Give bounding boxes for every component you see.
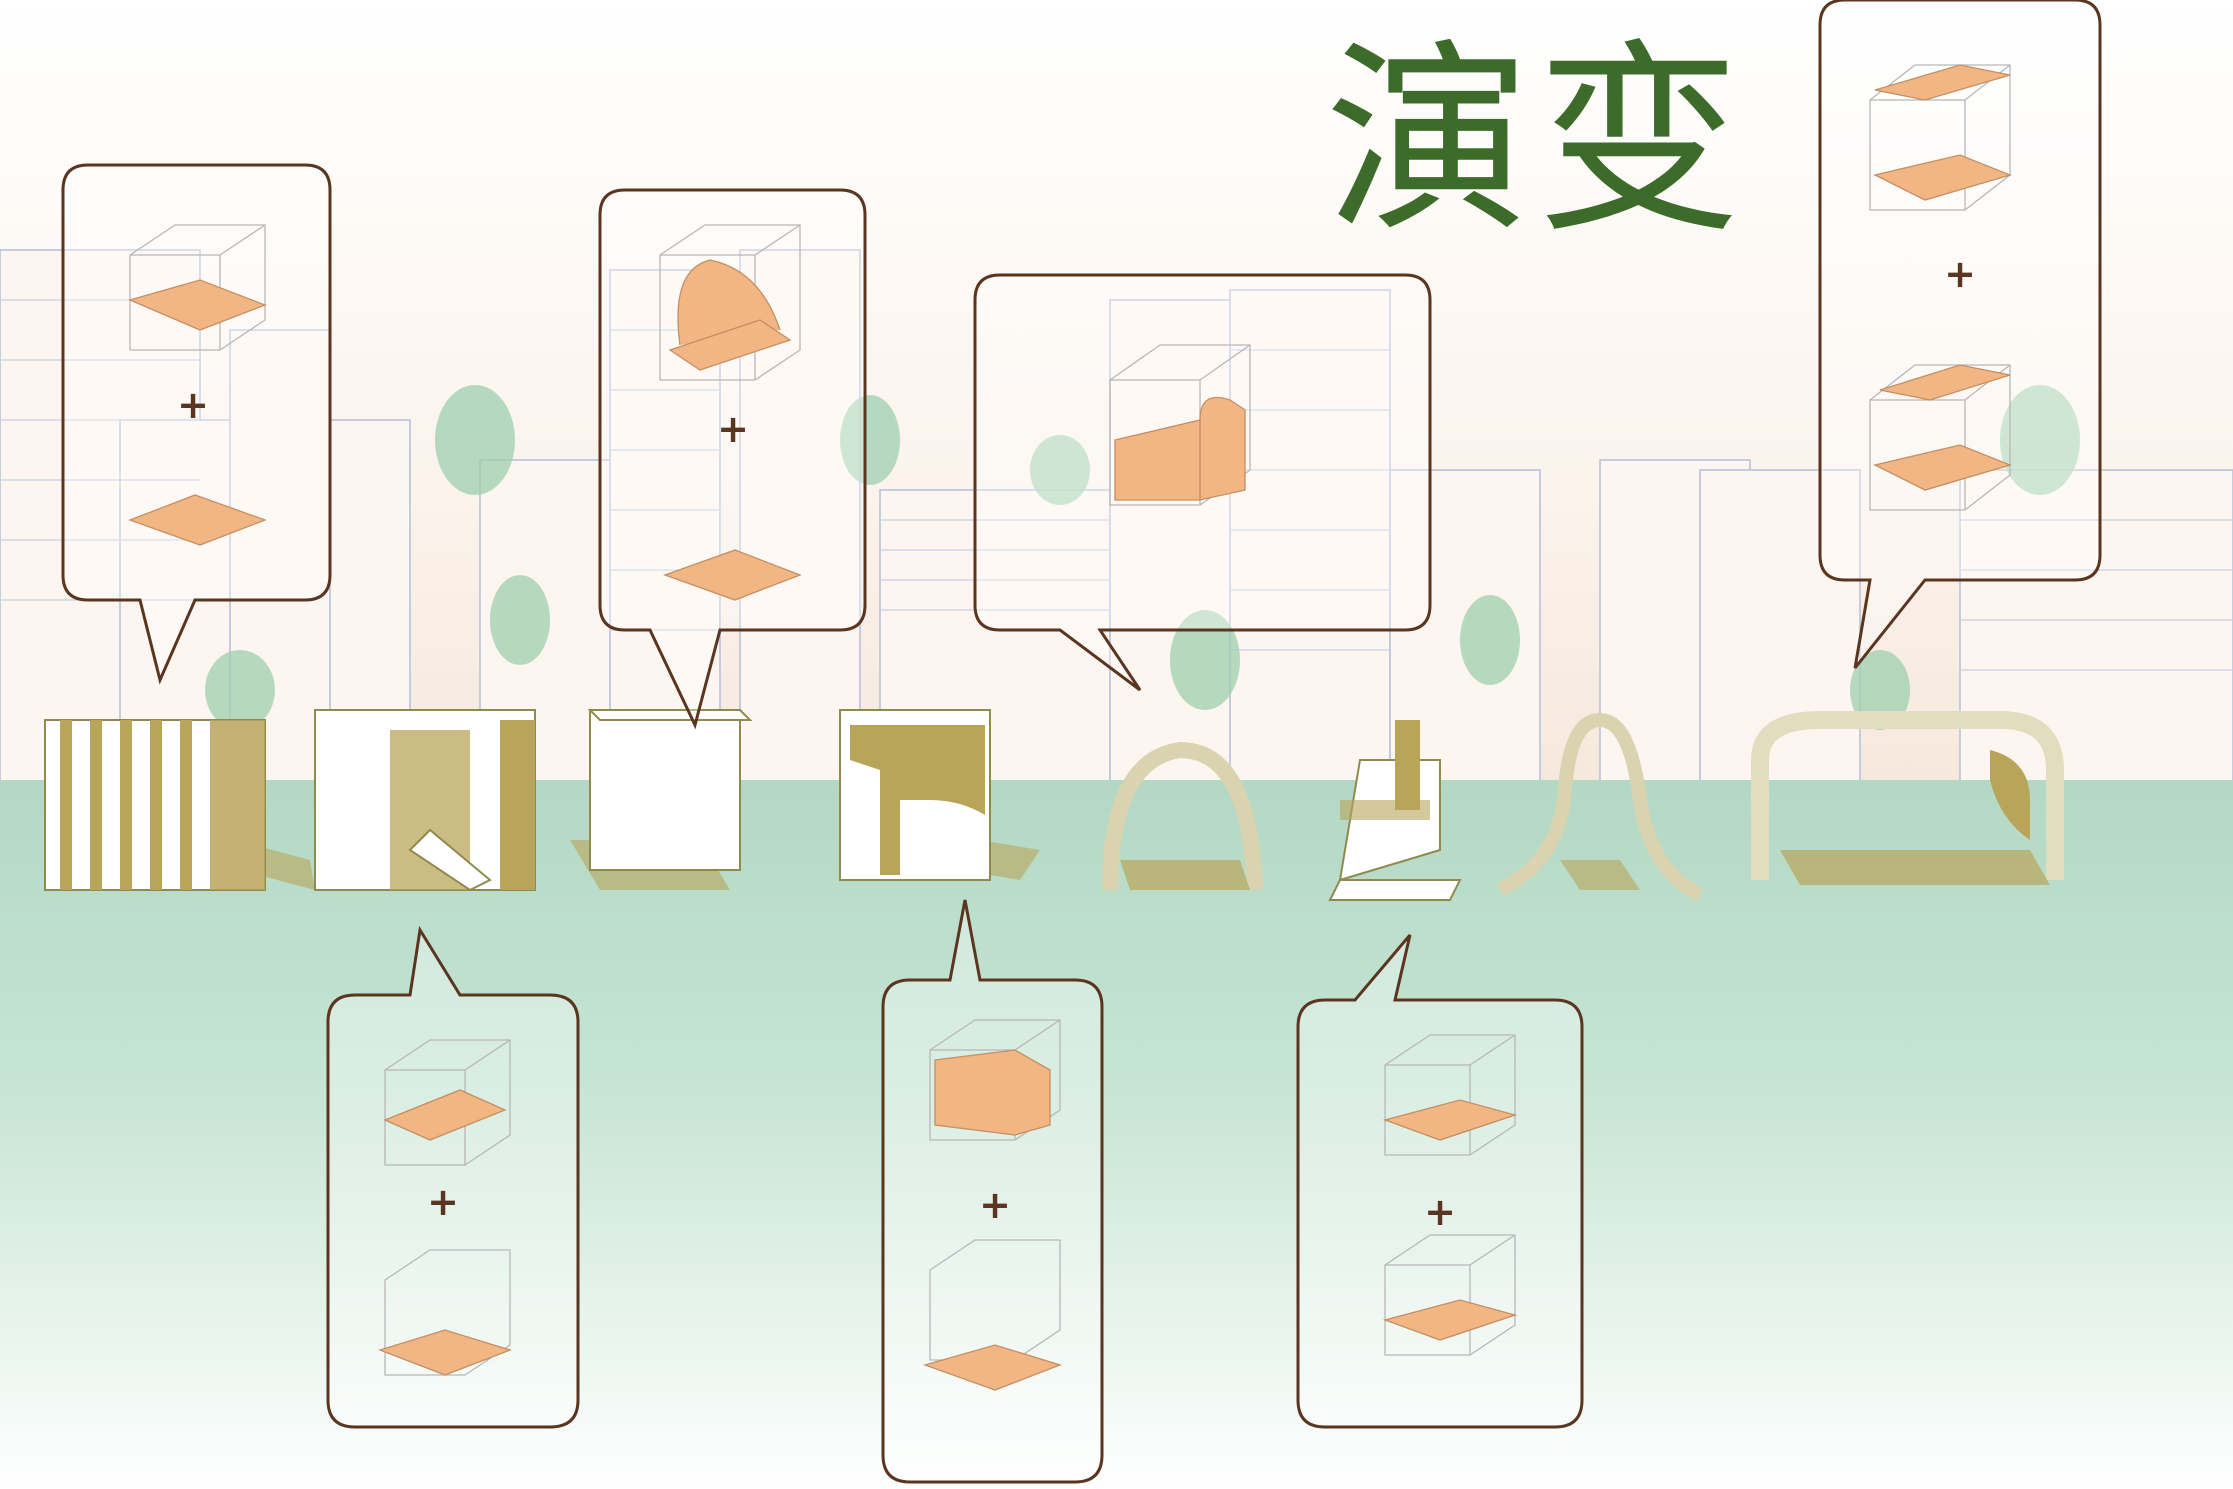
bubble-callout bbox=[1296, 934, 1584, 1429]
bubble-callout bbox=[598, 188, 867, 730]
bubble-contents bbox=[128, 64, 2012, 1391]
bubble-callout bbox=[326, 925, 580, 1429]
bubble-callout bbox=[1818, 0, 2102, 669]
callout-bubbles bbox=[61, 0, 2102, 1484]
building-floor-lines bbox=[0, 299, 2233, 671]
floor-tile-icon bbox=[378, 1329, 512, 1376]
green-ground bbox=[0, 780, 2233, 1489]
module-cube-icon bbox=[44, 719, 315, 891]
plus-icon: + bbox=[427, 1180, 459, 1224]
floor-tile-icon bbox=[128, 494, 267, 546]
page-title: 演变 bbox=[1325, 23, 1747, 261]
plus-signs: + + + + + + bbox=[177, 252, 1976, 1234]
plus-icon: + bbox=[717, 407, 749, 451]
floor-tile-icon bbox=[922, 1344, 1062, 1391]
module-cube-icon bbox=[1496, 712, 1704, 902]
plus-icon: + bbox=[1424, 1190, 1456, 1234]
module-cube-icon bbox=[1102, 741, 1263, 891]
module-cube-icon bbox=[839, 709, 1040, 881]
module-cube-icon bbox=[1751, 711, 2064, 885]
plus-icon: + bbox=[979, 1183, 1011, 1227]
module-cube-icon bbox=[570, 709, 753, 890]
plus-icon: + bbox=[177, 383, 209, 427]
plus-icon: + bbox=[1944, 252, 1976, 296]
module-cube-icon bbox=[1328, 720, 1462, 901]
module-cube-icon bbox=[314, 709, 536, 892]
floor-tile-icon bbox=[663, 549, 802, 601]
pavilion-modules-row bbox=[44, 709, 2064, 902]
floor-tile-icon bbox=[128, 279, 267, 331]
background-trees bbox=[205, 385, 2080, 730]
